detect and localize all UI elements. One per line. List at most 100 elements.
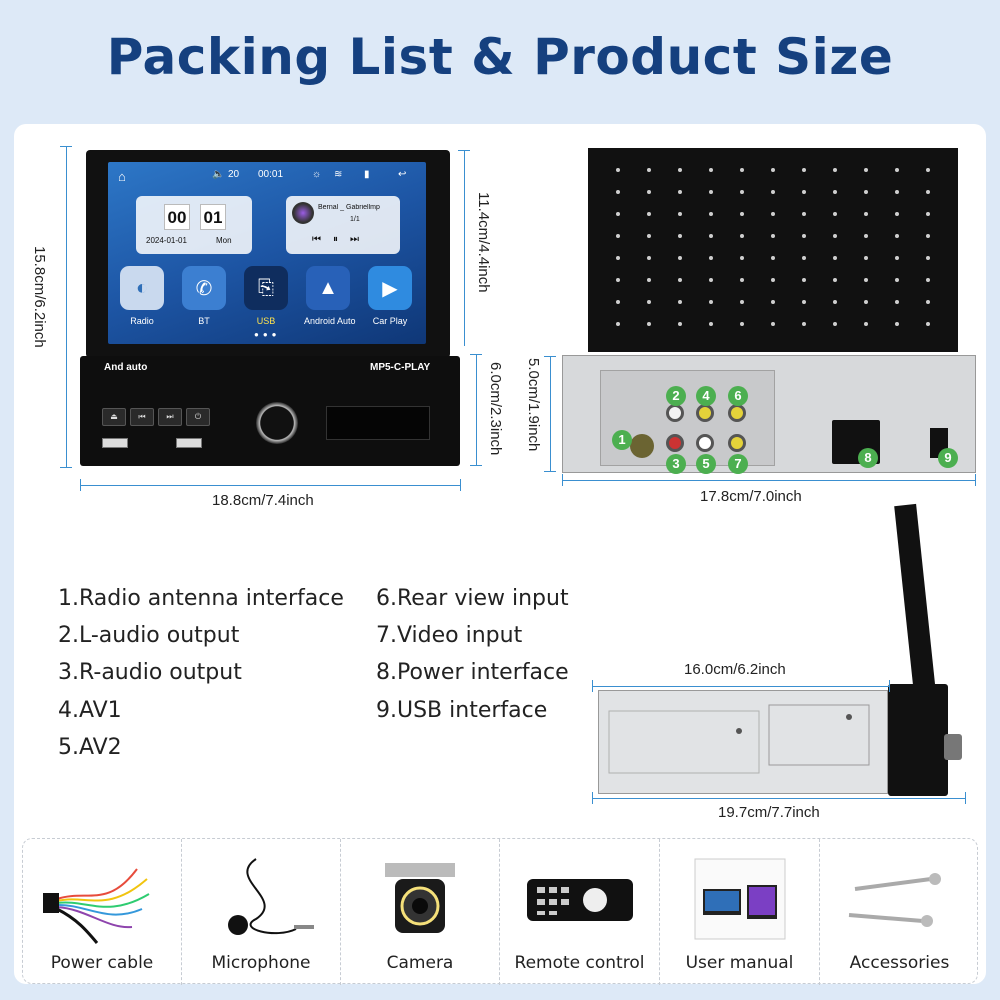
badge-5: 5 (696, 454, 716, 474)
tick (592, 792, 593, 804)
rear-width-line (562, 480, 976, 481)
face-model: MP5-C-PLAY (370, 362, 431, 373)
accessory-manual: User manual (660, 839, 820, 985)
carplay-icon: ▶ (368, 266, 412, 310)
clock-minute: 01 (200, 204, 226, 230)
front-height-label: 15.8cm/6.2inch (31, 246, 48, 348)
side-top-label: 16.0cm/6.2inch (684, 661, 786, 678)
feature-item: 1.Radio antenna interface (58, 586, 344, 611)
face-logo: And auto (104, 362, 148, 373)
battery-icon: ▮ (364, 169, 370, 180)
badge-2: 2 (666, 386, 686, 406)
power-icon: ⏻ (186, 408, 210, 426)
av1-jack (696, 404, 714, 422)
app-radio: ◐ Radio (118, 266, 166, 326)
album-art-icon (292, 202, 314, 224)
rear-view-jack (728, 404, 746, 422)
tick (460, 479, 461, 491)
tick (889, 680, 890, 692)
badge-7: 7 (728, 454, 748, 474)
l-audio-jack (666, 404, 684, 422)
side-faceplate (888, 684, 948, 796)
side-top-line (592, 686, 890, 687)
tick (470, 465, 482, 466)
music-widget: Bernal _ Gabriellmp 1/1 ⏮⏸⏭ (286, 196, 400, 254)
front-faceplate: And auto MP5-C-PLAY ⏏ ⏮ ⏭ ⏻ (80, 356, 460, 466)
power-cable-icon (43, 868, 150, 944)
side-bottom-label: 19.7cm/7.7inch (718, 804, 820, 821)
tick (458, 150, 470, 151)
remote-control-icon (526, 879, 633, 921)
back-icon: ↩ (398, 169, 407, 180)
feature-item: 2.L-audio output (58, 623, 240, 648)
tick (965, 792, 966, 804)
feature-item: 7.Video input (376, 623, 523, 648)
playback-controls-icon: ⏮⏸⏭ (312, 234, 371, 245)
clock-weekday: Mon (216, 236, 232, 245)
app-android-auto: ▲ Android Auto (304, 266, 356, 326)
brightness-icon: ☼ (312, 169, 322, 180)
tick (975, 474, 976, 486)
video-jack (728, 434, 746, 452)
badge-1: 1 (612, 430, 632, 450)
feature-item: 5.AV2 (58, 735, 122, 760)
feature-item: 4.AV1 (58, 698, 122, 723)
home-icon: ⌂ (118, 169, 126, 184)
app-car-play: ▶ Car Play (366, 266, 414, 326)
screen-height-line (464, 150, 465, 346)
badge-6: 6 (728, 386, 748, 406)
badge-4: 4 (696, 386, 716, 406)
tick (544, 356, 556, 357)
accessory-remote: Remote control (500, 839, 660, 985)
feature-item: 9.USB interface (376, 698, 548, 723)
wifi-icon: ≋ (334, 169, 343, 180)
side-chassis (598, 690, 888, 794)
feature-item: 6.Rear view input (376, 586, 569, 611)
tick (562, 474, 563, 486)
status-bar: ⌂ 🔈 20 00:01 ☼ ≋ ▮ ↩ (108, 162, 426, 188)
volume-level: 20 (228, 169, 240, 180)
badge-3: 3 (666, 454, 686, 474)
clock-date: 2024-01-01 (146, 236, 187, 245)
r-audio-jack (666, 434, 684, 452)
feature-item: 3.R-audio output (58, 660, 242, 685)
status-time: 00:01 (258, 169, 284, 180)
radio-icon: ◐ (120, 266, 164, 310)
usb-port-2 (176, 438, 202, 448)
page-title: Packing List & Product Size (106, 28, 894, 86)
face-height-line (476, 354, 477, 466)
rear-height-label: 5.0cm/1.9inch (525, 358, 542, 452)
accessory-screws: Accessories (820, 839, 979, 985)
page-dots-icon: ●●● (254, 330, 281, 339)
front-width-line (80, 485, 460, 486)
side-chassis-details (608, 704, 870, 774)
song-title: Bernal _ Gabriellmp (318, 204, 380, 211)
av2-jack (696, 434, 714, 452)
badge-9: 9 (938, 448, 958, 468)
accessory-camera: Camera (341, 839, 500, 985)
face-height-label: 6.0cm/2.3inch (487, 362, 504, 456)
touch-screen: ⌂ 🔈 20 00:01 ☼ ≋ ▮ ↩ 00 01 2024-01-01 Mo… (108, 162, 426, 344)
ventilation-holes (616, 168, 930, 326)
volume-icon: 🔈 (212, 169, 225, 180)
track-number: 1/1 (350, 216, 360, 223)
side-knob (944, 734, 962, 760)
eject-icon: ⏏ (102, 408, 126, 426)
front-width-label: 18.8cm/7.4inch (212, 492, 314, 509)
phone-icon: ✆ (182, 266, 226, 310)
rear-jack-panel (600, 370, 775, 466)
camera-icon (385, 863, 455, 933)
tick (60, 146, 72, 147)
rear-flap (588, 148, 958, 352)
accessory-microphone: Microphone (182, 839, 341, 985)
rear-height-line (550, 356, 551, 472)
app-bt: ✆ BT (180, 266, 228, 326)
side-bottom-line (592, 798, 966, 799)
tick (60, 467, 72, 468)
microphone-icon (228, 858, 314, 935)
screws-icon (848, 873, 941, 927)
usb-icon: ⎘ (244, 266, 288, 310)
app-usb: ⎘ USB (242, 266, 290, 326)
usb-port-1 (102, 438, 128, 448)
android-auto-icon: ▲ (306, 266, 350, 310)
